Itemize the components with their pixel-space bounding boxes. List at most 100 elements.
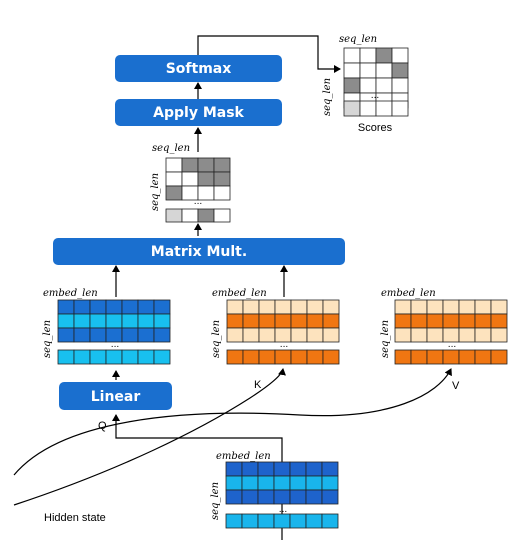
matrix-cell [375, 62, 393, 79]
matrix-cell [225, 489, 243, 505]
matrix-cell [321, 489, 339, 505]
scores-ellipsis: ... [371, 91, 380, 101]
hidden-seq-len: seq_len [210, 482, 221, 520]
matrix-cell [226, 327, 244, 343]
matrix-cell [394, 349, 412, 365]
linear-button[interactable]: Linear [59, 382, 172, 410]
matrix-cell [322, 349, 340, 365]
matrix-cell [426, 313, 444, 329]
matrix-cell [153, 349, 171, 365]
matrix-cell [375, 100, 393, 117]
hidden-embed-len: embed_len [216, 451, 271, 462]
matrix-cell [153, 299, 171, 315]
matrix-cell [105, 313, 123, 329]
matrix-cell [257, 489, 275, 505]
matrix-cell [289, 489, 307, 505]
matrix-mult-button[interactable]: Matrix Mult. [53, 238, 345, 265]
matrix-cell [474, 349, 492, 365]
matrix-cell [137, 327, 155, 343]
matrix-cell [273, 489, 291, 505]
apply-mask-button[interactable]: Apply Mask [115, 99, 282, 126]
matrix-cell [89, 313, 107, 329]
linear-label: Linear [91, 389, 141, 405]
matrix-cell [181, 208, 199, 223]
matrix-cell [289, 513, 307, 529]
matrix-cell [241, 475, 259, 491]
matrix-cell [242, 327, 260, 343]
matrix-cell [137, 313, 155, 329]
matrix-cell [165, 185, 183, 201]
softmax-label: Softmax [166, 61, 232, 77]
softmax-button[interactable]: Softmax [115, 55, 282, 82]
matrix-cell [474, 299, 492, 315]
matrix-cell [359, 62, 377, 79]
matrix-cell [394, 299, 412, 315]
matrix-cell [321, 461, 339, 477]
matrix-cell [89, 349, 107, 365]
matrix-cell [213, 185, 231, 201]
matrix-cell [490, 327, 508, 343]
matrix-cell [225, 461, 243, 477]
matrix-mult-label: Matrix Mult. [151, 244, 247, 260]
matrix-cell [57, 299, 75, 315]
matrix-cell [274, 313, 292, 329]
masked-matrix [165, 157, 231, 201]
matrix-cell [458, 313, 476, 329]
v-vector [394, 349, 508, 365]
matrices [57, 47, 508, 529]
matrix-cell [137, 349, 155, 365]
hidden-matrix [225, 461, 339, 505]
matrix-cell [458, 299, 476, 315]
matrix-cell [289, 475, 307, 491]
q-embed-len: embed_len [43, 288, 98, 299]
matrix-cell [410, 349, 428, 365]
matrix-cell [73, 349, 91, 365]
matrix-cell [343, 77, 361, 94]
matrix-cell [241, 489, 259, 505]
matrix-cell [257, 475, 275, 491]
matrix-cell [343, 100, 361, 117]
matrix-cell [458, 327, 476, 343]
matrix-cell [442, 299, 460, 315]
matrix-cell [121, 349, 139, 365]
matrix-cell [73, 327, 91, 343]
matrix-cell [273, 513, 291, 529]
matrix-cell [257, 513, 275, 529]
scores-vector [343, 100, 409, 117]
matrix-cell [89, 327, 107, 343]
scores-seq-len-side: seq_len [322, 78, 333, 116]
scores-seq-len-top: seq_len [339, 34, 377, 45]
mask-ellipsis: ... [194, 197, 203, 207]
matrix-cell [474, 313, 492, 329]
matrix-cell [258, 313, 276, 329]
matrix-cell [391, 100, 409, 117]
hidden-state-label: Hidden state [44, 512, 106, 524]
matrix-cell [197, 208, 215, 223]
q-matrix [57, 299, 171, 343]
matrix-cell [105, 349, 123, 365]
matrix-cell [410, 313, 428, 329]
matrix-cell [426, 299, 444, 315]
matrix-cell [258, 299, 276, 315]
apply-mask-label: Apply Mask [153, 105, 244, 121]
masked-vector [165, 208, 231, 223]
matrix-cell [274, 349, 292, 365]
v-embed-len: embed_len [381, 288, 436, 299]
v-curve [13, 368, 452, 476]
k-embed-len: embed_len [212, 288, 267, 299]
matrix-cell [213, 208, 231, 223]
matrix-cell [490, 349, 508, 365]
hidden-vector [225, 513, 339, 529]
matrix-cell [306, 313, 324, 329]
matrix-cell [305, 489, 323, 505]
matrix-cell [442, 349, 460, 365]
v-seq-len: seq_len [380, 320, 391, 358]
k-vector [226, 349, 340, 365]
matrix-cell [290, 327, 308, 343]
q-vector [57, 349, 171, 365]
matrix-cell [305, 475, 323, 491]
matrix-cell [490, 313, 508, 329]
matrix-cell [57, 327, 75, 343]
matrix-cell [458, 349, 476, 365]
matrix-cell [394, 313, 412, 329]
